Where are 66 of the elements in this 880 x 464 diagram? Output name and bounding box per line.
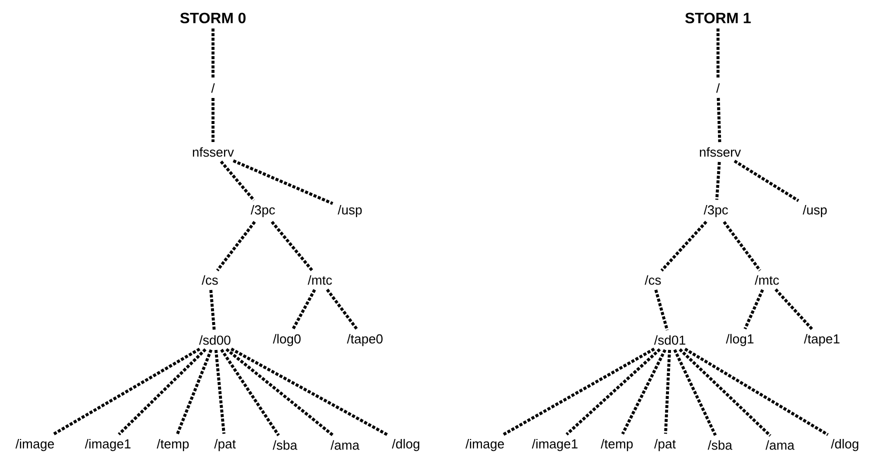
directory-label: /temp <box>600 438 633 452</box>
directory-label: /mtc <box>308 275 332 285</box>
directory-label: /dlog <box>830 438 858 452</box>
directory-label: /ama <box>766 440 794 450</box>
directory-label: /log0 <box>272 334 301 346</box>
dotted-connector <box>621 349 666 435</box>
dotted-connector <box>654 290 669 331</box>
directory-label: / <box>716 83 720 93</box>
directory-label: /tape1 <box>804 334 840 346</box>
dotted-connector <box>212 98 214 142</box>
dotted-connector <box>225 348 335 437</box>
directory-label: /pat <box>654 438 676 452</box>
directory-label: /image1 <box>532 438 578 452</box>
dotted-connector <box>270 220 314 272</box>
directory-label: /temp <box>156 438 189 452</box>
directory-label: /sd01 <box>654 335 686 345</box>
tree-title: STORM 1 <box>685 12 751 24</box>
dotted-connector <box>212 28 214 78</box>
directory-label: /tape0 <box>346 334 383 346</box>
dotted-connector <box>230 348 388 436</box>
directory-label: /3pc <box>250 204 275 218</box>
dotted-connector <box>664 350 672 434</box>
dotted-connector <box>673 349 717 436</box>
directory-label: /3pc <box>704 204 728 218</box>
dotted-connector <box>722 220 762 272</box>
directory-label: /cs <box>202 275 218 285</box>
directory-label: /mtc <box>754 275 779 285</box>
dotted-connector <box>734 160 800 202</box>
dotted-connector <box>52 348 200 436</box>
dotted-connector <box>209 290 216 330</box>
directory-label: nfsserv <box>192 147 234 157</box>
directory-label: /cs <box>644 275 661 285</box>
dotted-connector <box>214 350 226 434</box>
directory-label: /log1 <box>726 334 754 346</box>
directory-label: / <box>211 83 215 93</box>
directory-label: /pat <box>214 438 236 452</box>
dotted-connector <box>502 348 655 436</box>
dotted-connector <box>744 289 764 330</box>
dotted-connector <box>566 348 661 436</box>
directory-label: /dlog <box>392 438 420 452</box>
directory-label: /usp <box>802 204 827 218</box>
directory-label: nfsserv <box>700 147 741 157</box>
dotted-connector <box>660 220 708 272</box>
tree-title: STORM 0 <box>180 12 246 24</box>
dotted-connector <box>118 348 207 436</box>
dotted-connector <box>678 348 772 437</box>
directory-label: /image1 <box>84 438 130 452</box>
dotted-connector <box>715 162 721 200</box>
dotted-connector <box>220 348 280 436</box>
directory-label: /usp <box>338 204 362 218</box>
directory-label: /ama <box>330 440 360 450</box>
directory-label: /image <box>16 438 54 452</box>
directory-label: /sba <box>272 440 298 450</box>
dotted-connector <box>216 220 256 272</box>
dotted-connector <box>292 289 316 330</box>
dotted-connector <box>176 349 212 434</box>
dotted-connector <box>232 159 334 205</box>
dotted-connector <box>716 28 720 78</box>
directory-label: /sba <box>708 440 732 450</box>
dotted-connector <box>774 288 814 330</box>
dotted-connector <box>220 160 256 202</box>
dotted-connector <box>684 348 829 436</box>
dotted-connector <box>716 98 722 142</box>
directory-label: /sd00 <box>199 335 230 345</box>
directory-label: /image <box>466 438 504 452</box>
dotted-connector <box>326 288 358 330</box>
